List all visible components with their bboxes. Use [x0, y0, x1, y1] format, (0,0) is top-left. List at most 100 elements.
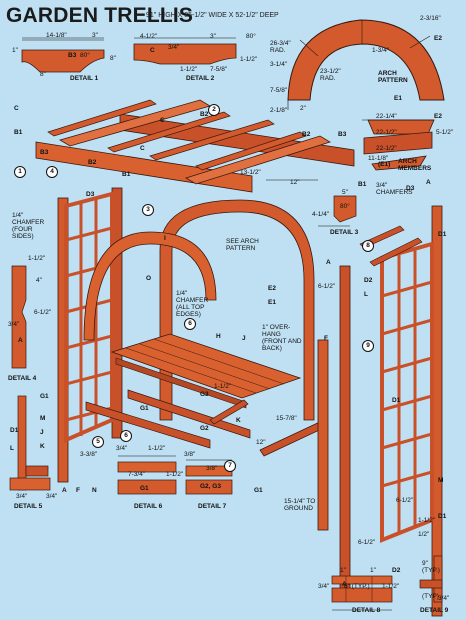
dim-d3-b: 5" — [342, 189, 348, 196]
part-b1-3: B1 — [358, 181, 367, 188]
note-typ-small: (TYP) — [422, 593, 439, 600]
part-o: O — [146, 275, 152, 282]
detail-2 — [133, 43, 237, 65]
note-typ: 9" (TYP.) — [422, 560, 440, 575]
dim-mem-c: 5-1/2" — [436, 129, 454, 136]
part-b3-1: B3 — [40, 149, 49, 156]
part-d1-1: D1 — [438, 231, 447, 238]
callout-6b: 6 — [184, 318, 196, 330]
part-d2-1: D2 — [364, 277, 373, 284]
dim-d6-b: 1-1/2" — [148, 445, 166, 452]
dim-d5-b: 3/4" — [16, 493, 28, 500]
part-h: H — [216, 333, 221, 340]
part-e2-3: E2 — [268, 285, 276, 292]
part-g1-d5: G1 — [40, 393, 49, 400]
part-m-d5: M — [40, 415, 46, 422]
dim-mem-b: 22-1/2" — [376, 129, 397, 136]
dim-d4-c: 6-1/2" — [34, 309, 52, 316]
detail-6 — [117, 461, 177, 495]
dim-main-b: 12" — [290, 179, 300, 186]
dim-d2-b: 3/4" — [168, 44, 180, 51]
detail-4-caption: DETAIL 4 — [8, 375, 37, 382]
part-d2-2: D2 — [392, 567, 401, 574]
dim-d9-a: 1-1/2" — [418, 517, 436, 524]
dim-mem-a: 22-1/4" — [376, 113, 397, 120]
part-c-2: C — [140, 145, 145, 152]
dim-main-f: 15-7/8" — [276, 415, 297, 422]
part-g2-1: G2 — [200, 425, 209, 432]
dim-d1-a: 14-1/8" — [46, 32, 67, 39]
part-d3-1: D3 — [86, 191, 95, 198]
right-posts — [317, 265, 351, 597]
detail-9 — [419, 555, 443, 603]
part-b2-2: B2 — [200, 111, 209, 118]
dim-d1-e: 8" — [110, 55, 116, 62]
part-a-2: A — [326, 259, 331, 266]
arch-pattern — [287, 19, 445, 110]
dim-d4-b: 4" — [36, 277, 42, 284]
dim-d8-a: 3/4" — [318, 583, 330, 590]
dim-d9-b: 1/2" — [418, 531, 430, 538]
page-title: GARDEN TRELLIS — [6, 4, 194, 27]
note-bevel-d2: 80° — [246, 33, 256, 40]
detail-9-caption: DETAIL 9 — [420, 607, 449, 614]
part-m-1: M — [438, 477, 444, 484]
part-e1-1: E1 — [394, 95, 402, 102]
dim-d7-b: 3/8" — [206, 465, 218, 472]
callout-6: 6 — [120, 430, 132, 442]
detail-1 — [21, 37, 105, 73]
part-a-d8: A — [342, 581, 347, 588]
seat — [110, 333, 302, 409]
dim-arc-a: 2-3/16" — [420, 15, 441, 22]
part-b3-d1: B3 — [68, 52, 77, 59]
dim-d2-d: 1-1/2" — [180, 66, 198, 73]
detail-8-caption: DETAIL 8 — [352, 607, 381, 614]
dim-d2-a: 4-1/2" — [140, 33, 158, 40]
dim-main-e: 12" — [256, 439, 266, 446]
part-g1-d6: G1 — [140, 485, 149, 492]
pergola-top — [35, 99, 355, 193]
dim-d8-c: 6" (TYP.) — [344, 583, 370, 590]
dim-mem-e: 11-1/8" — [368, 155, 389, 162]
note-chamfer-all: 1/4" CHAMFER (ALL TOP EDGES) — [176, 290, 209, 319]
note-see-arch: SEE ARCH PATTERN — [226, 238, 259, 253]
part-e1-2: E1 — [268, 299, 276, 306]
part-l: L — [364, 291, 368, 298]
callout-1: 1 — [14, 166, 26, 178]
dim-main-d: 1-1/2" — [214, 383, 232, 390]
dim-d9-d: 6-1/2" — [396, 497, 414, 504]
part-g3-1: G3 — [200, 391, 209, 398]
dim-d1-b: 3" — [92, 32, 98, 39]
dim-d5-c: 3/4" — [46, 493, 58, 500]
part-b3-2: B3 — [338, 131, 347, 138]
note-to-ground: 15-1/4" TO GROUND — [284, 498, 316, 513]
part-d1-d5: D1 — [10, 427, 19, 434]
part-l-d5: L — [10, 445, 14, 452]
part-a-1: A — [426, 179, 431, 186]
part-g1-2: G1 — [254, 487, 263, 494]
detail-5-caption: DETAIL 5 — [14, 503, 43, 510]
part-j-d5: J — [40, 429, 44, 436]
part-g2g3-d7: G2, G3 — [200, 483, 221, 490]
part-d3-2: D3 — [406, 185, 415, 192]
detail-8 — [331, 575, 393, 603]
part-k-1: K — [236, 417, 241, 424]
part-k-d5: K — [40, 443, 45, 450]
note-overhang: 1" OVER-HANG (FRONT AND BACK) — [262, 324, 302, 353]
callout-5: 5 — [92, 436, 104, 448]
part-d1-3: D1 — [438, 513, 447, 520]
callout-8: 8 — [362, 240, 374, 252]
dim-d8-e: 1-1/2" — [382, 583, 400, 590]
dim-d1-d: 1" — [12, 47, 18, 54]
part-c-d2: C — [150, 47, 155, 54]
arches — [83, 199, 315, 421]
dim-arc-f: 7-5/8" — [270, 87, 288, 94]
part-e2-1: E2 — [434, 35, 442, 42]
detail-3-caption: DETAIL 3 — [330, 229, 359, 236]
dim-arc-b: 26-3/4" RAD. — [270, 40, 291, 55]
dim-d4-d: 3/4" — [8, 321, 20, 328]
dim-arc-h: 2" — [300, 105, 306, 112]
dim-d6-d: 1-1/2" — [166, 471, 184, 478]
dim-d3-a: 4-1/4" — [312, 211, 330, 218]
part-c-1: C — [14, 105, 19, 112]
